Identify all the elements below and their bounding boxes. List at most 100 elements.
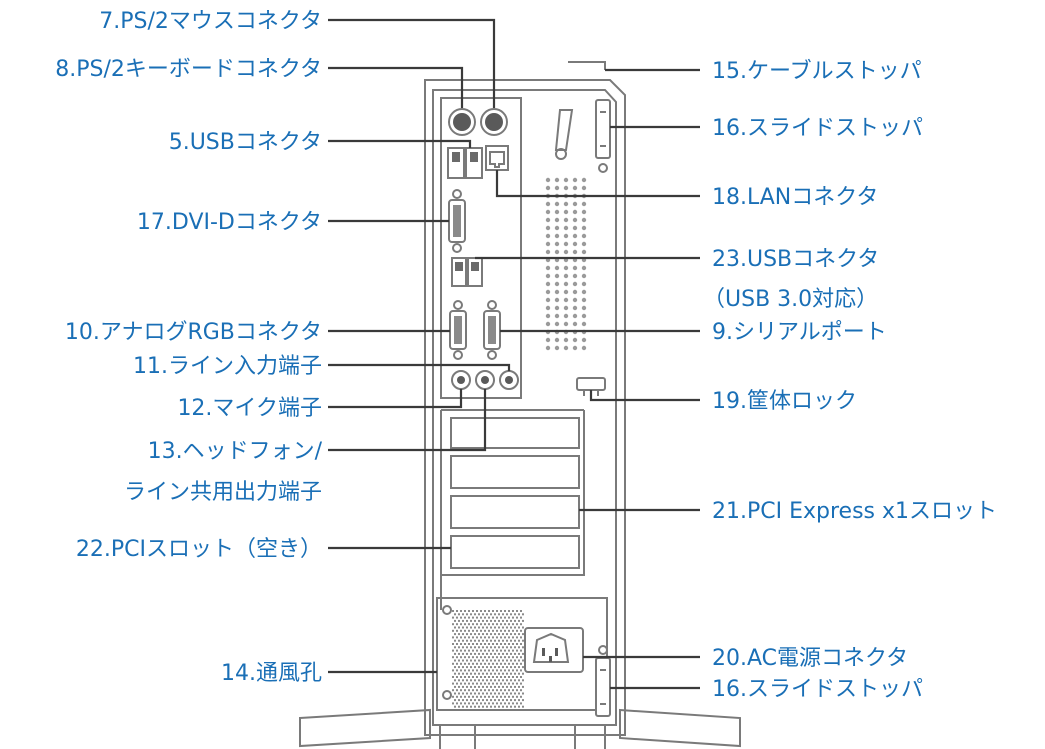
psu-vent-hole <box>494 699 496 702</box>
psu-vent-hole <box>452 662 454 665</box>
psu-vent-hole <box>504 682 506 685</box>
psu-vent-hole <box>470 639 472 642</box>
psu-vent-hole <box>502 692 504 695</box>
psu-vent-hole <box>502 659 504 662</box>
psu-vent-hole <box>512 656 514 659</box>
psu-vent-hole <box>502 672 504 675</box>
psu-vent-hole <box>512 669 514 672</box>
psu-vent-hole <box>480 636 482 639</box>
vent-hole <box>545 209 551 215</box>
psu-vent-hole <box>454 652 456 655</box>
vent-hole <box>581 177 587 183</box>
psu-vent-hole <box>454 679 456 682</box>
leader-ps2-keyboard <box>328 66 464 108</box>
psu-vent-hole <box>510 633 512 636</box>
leader-lan <box>495 170 700 198</box>
psu-vent-hole <box>454 646 456 649</box>
psu-vent-hole <box>520 656 522 659</box>
psu-vent-hole <box>470 699 472 702</box>
psu-vent-hole <box>520 689 522 692</box>
psu-vent-hole <box>464 676 466 678</box>
psu-vent-hole <box>508 629 510 632</box>
psu-vent-hole <box>482 619 484 622</box>
vent-hole <box>572 313 578 319</box>
psu-vent-hole <box>478 613 480 616</box>
psu-vent-hole <box>506 619 508 622</box>
psu-vent-hole <box>456 629 458 632</box>
psu-vent-hole <box>456 643 458 645</box>
psu-vent-hole <box>458 639 460 642</box>
psu-vent-hole <box>466 659 468 662</box>
label-mic: 12.マイク端子 <box>177 396 322 421</box>
psu-vent-hole <box>494 666 496 669</box>
psu-vent-hole <box>506 613 508 616</box>
psu-vent-hole <box>510 646 512 649</box>
vent-hole <box>554 225 560 231</box>
vent-hole <box>554 337 560 343</box>
psu-vent-hole <box>502 626 504 629</box>
psu-vent-hole <box>514 619 516 622</box>
leader-headphone <box>328 389 487 452</box>
psu-vent-hole <box>520 649 522 652</box>
mic-jack <box>451 370 471 390</box>
psu-vent-hole <box>500 643 502 645</box>
psu-vent-hole <box>460 676 462 678</box>
psu-vent-hole <box>490 666 492 669</box>
psu-vent-hole <box>456 636 458 639</box>
psu-vent-hole <box>486 692 488 695</box>
psu-vent-hole <box>508 662 510 665</box>
psu-vent-hole <box>486 633 488 636</box>
psu-vent-hole <box>496 702 498 705</box>
psu-vent-hole <box>498 699 500 702</box>
psu-vent-hole <box>472 636 474 639</box>
label-ac-power: 20.AC電源コネクタ <box>712 646 908 671</box>
psu-vent-hole <box>474 666 476 669</box>
psu-vent-hole <box>500 669 502 672</box>
psu-vent-hole <box>478 679 480 682</box>
serial-port <box>483 300 501 360</box>
psu-vent-hole <box>520 610 522 612</box>
psu-vent-hole <box>464 623 466 626</box>
psu-vent-hole <box>516 643 518 645</box>
vent-hole <box>563 265 569 271</box>
vent-hole <box>572 305 578 311</box>
psu-vent-hole <box>508 695 510 698</box>
leader-usb5 <box>328 139 472 148</box>
psu-vent-hole <box>488 656 490 659</box>
psu-vent-hole <box>476 682 478 685</box>
psu-vent-hole <box>510 659 512 662</box>
vent-hole <box>581 241 587 247</box>
psu-vent-hole <box>466 646 468 649</box>
psu-vent-hole <box>488 682 490 685</box>
psu-vent-hole <box>490 672 492 675</box>
psu-vent-hole <box>522 613 524 616</box>
psu-vent-hole <box>508 610 510 612</box>
psu-vent-hole <box>462 626 464 629</box>
psu-vent-hole <box>482 666 484 669</box>
psu-vent-hole <box>452 702 454 705</box>
psu-vent-hole <box>508 623 510 626</box>
vent-hole <box>581 185 587 191</box>
vent-hole <box>572 273 578 279</box>
psu-vent-hole <box>480 649 482 652</box>
psu-vent-hole <box>468 695 470 698</box>
vent-hole <box>572 241 578 247</box>
leader-case-lock <box>589 390 700 402</box>
psu-vent-hole <box>472 649 474 652</box>
psu-vent-hole <box>500 610 502 612</box>
psu-vent-hole <box>456 610 458 612</box>
psu-vent-hole <box>506 705 508 708</box>
psu-vent-hole <box>474 652 476 655</box>
psu-vent-hole <box>492 643 494 645</box>
vent-hole <box>545 225 551 231</box>
psu-vent-hole <box>484 689 486 692</box>
psu-vent-hole <box>504 636 506 639</box>
psu-vent-hole <box>456 623 458 626</box>
psu-vent-hole <box>478 692 480 695</box>
psu-vent-hole <box>470 679 472 682</box>
psu-vent-hole <box>464 682 466 685</box>
psu-vent-hole <box>516 676 518 678</box>
psu-vent-hole <box>472 695 474 698</box>
psu-vent-hole <box>506 692 508 695</box>
psu-vent-hole <box>468 610 470 612</box>
